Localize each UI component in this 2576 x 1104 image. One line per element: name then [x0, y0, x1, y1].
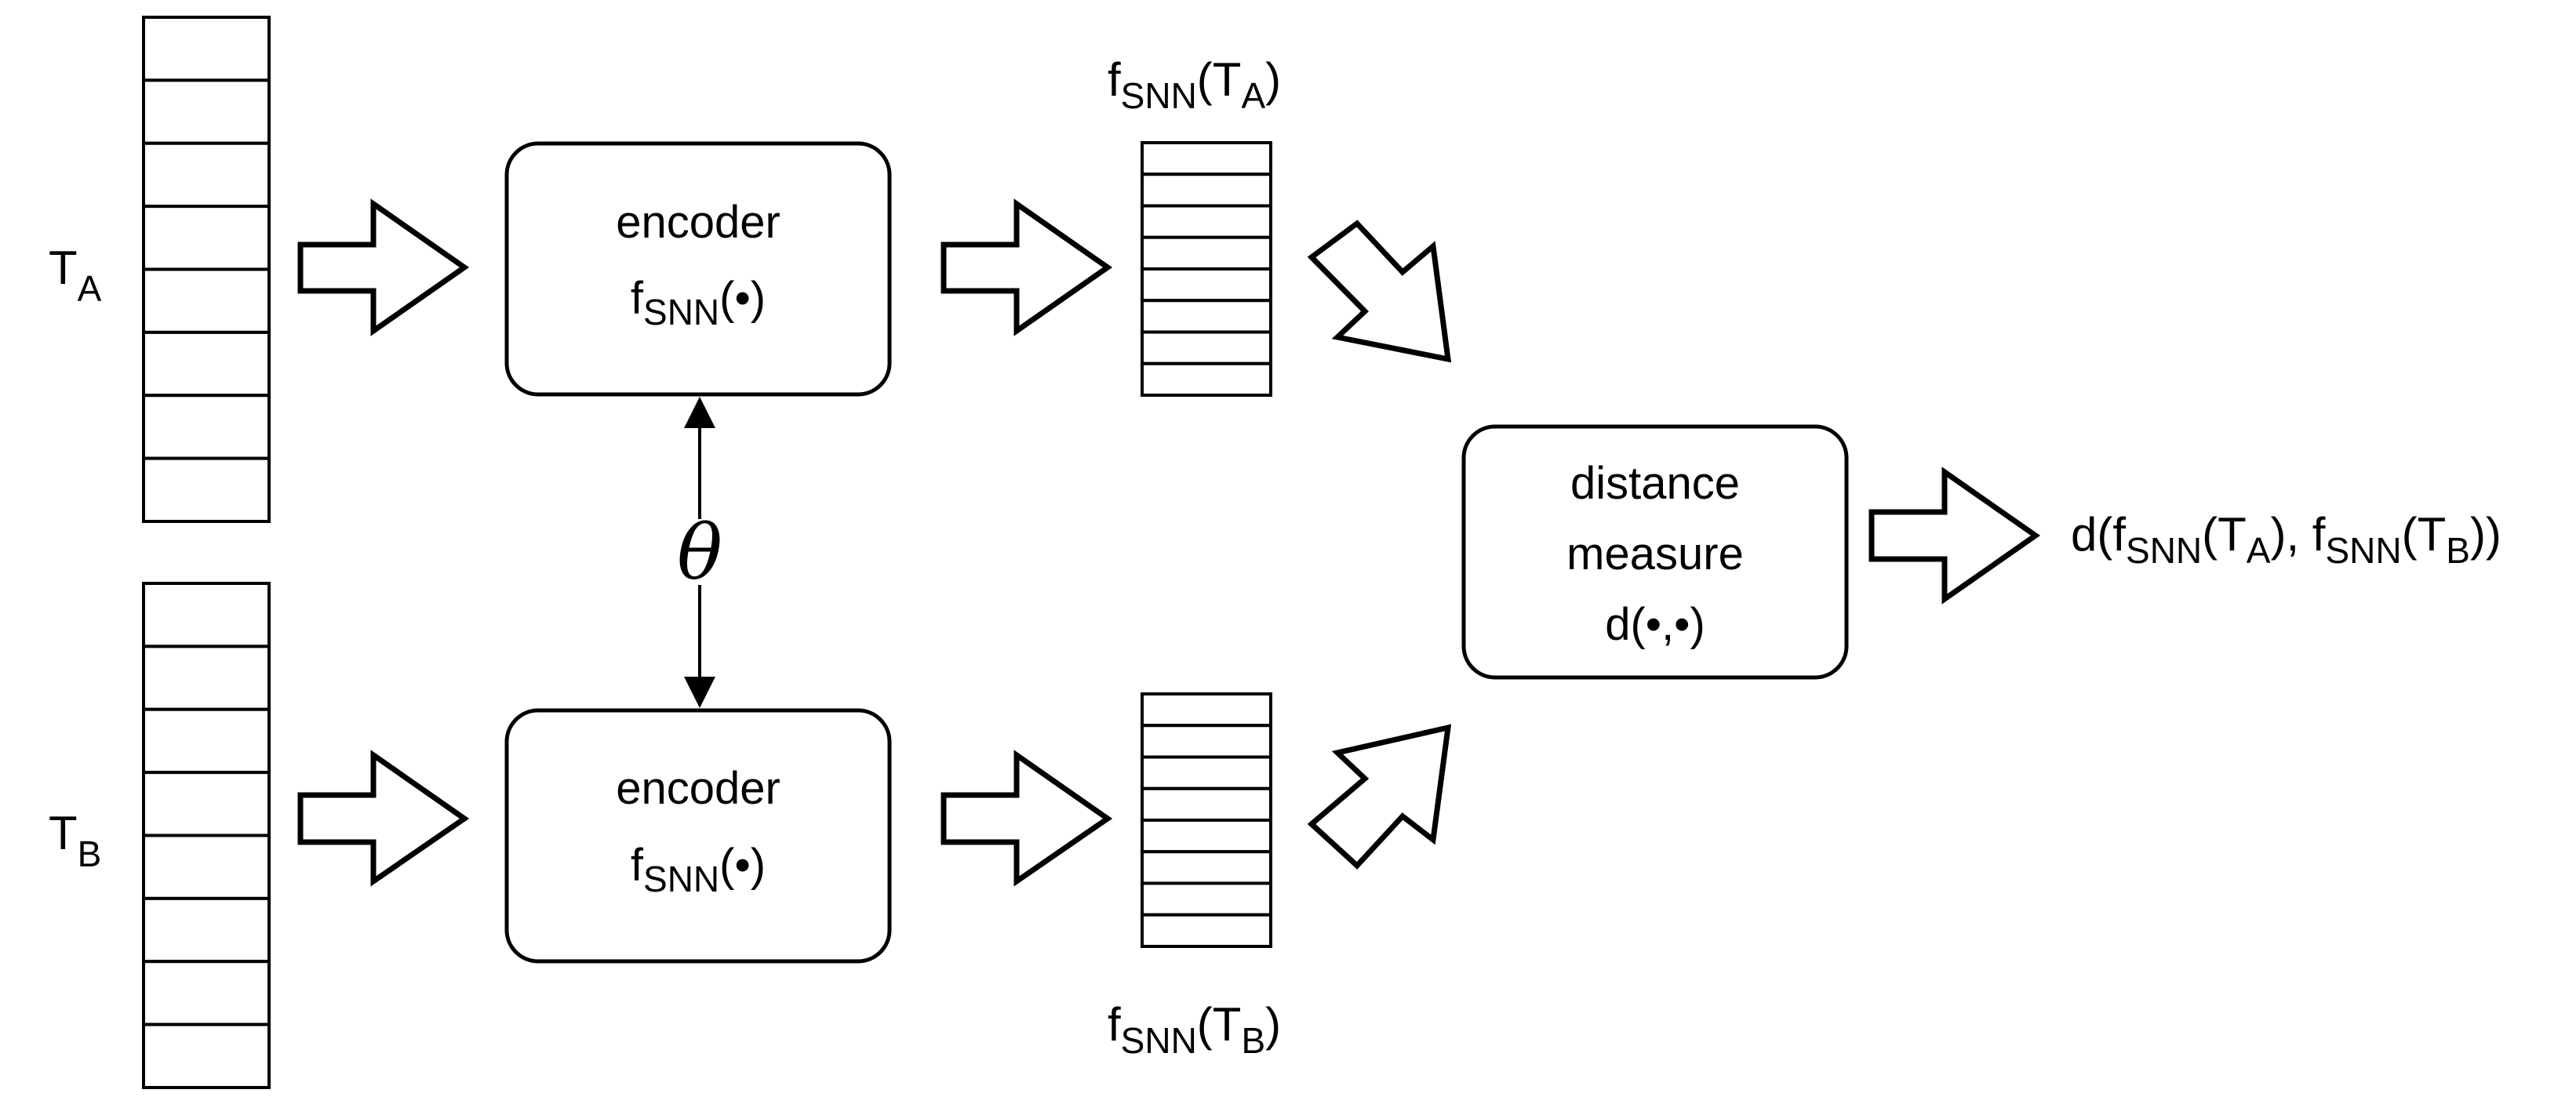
- embedding-a-cell: [1141, 361, 1272, 397]
- arrow-distance-to-output: [1868, 467, 2041, 605]
- embedding-b-cell: [1141, 692, 1272, 728]
- input-sequence-b-cell: [142, 707, 271, 775]
- arrow-encoder-top-to-embedding: [941, 198, 1113, 336]
- input-sequence-a-cell: [142, 456, 271, 523]
- input-sequence-b-cell: [142, 582, 271, 648]
- encoder-bottom-box: [504, 708, 892, 964]
- embedding-b-cell: [1141, 913, 1272, 948]
- embedding-b-cell: [1141, 850, 1272, 885]
- embedding-label-b: fSNN(TB): [1108, 998, 1281, 1061]
- input-sequence-a-cell: [142, 78, 271, 145]
- embedding-a-cell: [1141, 204, 1272, 239]
- encoder-bottom-title: encoder: [616, 763, 780, 814]
- distance-measure-box: [1461, 424, 1849, 680]
- embedding-a-cell: [1141, 172, 1272, 208]
- arrow-encoder-bottom-to-embedding: [941, 750, 1113, 887]
- distance-title-line2: measure: [1566, 528, 1744, 579]
- shared-weights-theta: θ: [677, 509, 722, 597]
- input-sequence-b-cell: [142, 771, 271, 837]
- input-sequence-a-cell: [142, 330, 271, 398]
- embedding-label-a: fSNN(TA): [1108, 53, 1281, 116]
- input-sequence-b-cell: [142, 833, 271, 900]
- input-label-a: TA: [49, 242, 102, 309]
- embedding-b: [1141, 692, 1272, 948]
- input-sequence-b-cell: [142, 960, 271, 1026]
- input-sequence-a-cell: [142, 141, 271, 209]
- output-label: d(fSNN(TA), fSNN(TB)): [2071, 508, 2501, 571]
- distance-function: d(•,•): [1605, 599, 1705, 650]
- input-sequence-a-cell: [142, 205, 271, 271]
- embedding-a-cell: [1141, 299, 1272, 334]
- distance-title-line1: distance: [1570, 458, 1740, 509]
- embedding-b-cell: [1141, 755, 1272, 790]
- input-sequence-b-cell: [142, 896, 271, 964]
- embedding-a-cell: [1141, 141, 1272, 176]
- embedding-b-cell: [1141, 819, 1272, 854]
- input-sequence-b-cell: [142, 1022, 271, 1089]
- embedding-a-cell: [1141, 235, 1272, 271]
- input-sequence-a-cell: [142, 394, 271, 460]
- input-sequence-a: [142, 16, 271, 523]
- input-sequence-a-cell: [142, 267, 271, 334]
- arrow-input-a-to-encoder: [297, 198, 470, 336]
- embedding-a: [1141, 141, 1272, 397]
- encoder-top-function: fSNN(•): [631, 273, 766, 332]
- input-sequence-a-cell: [142, 16, 271, 82]
- input-label-b: TB: [49, 807, 101, 874]
- embedding-b-cell: [1141, 724, 1272, 759]
- arrow-embedding-a-to-distance: [1307, 220, 1452, 363]
- input-sequence-b-cell: [142, 645, 271, 711]
- embedding-a-cell: [1141, 267, 1272, 303]
- arrow-input-b-to-encoder: [297, 750, 470, 887]
- embedding-a-cell: [1141, 330, 1272, 365]
- input-sequence-b: [142, 582, 271, 1089]
- arrow-embedding-b-to-distance: [1307, 724, 1452, 870]
- embedding-b-cell: [1141, 881, 1272, 917]
- encoder-top-box: [504, 141, 892, 397]
- encoder-top-title: encoder: [616, 197, 780, 248]
- encoder-bottom-function: fSNN(•): [631, 840, 766, 899]
- embedding-b-cell: [1141, 786, 1272, 822]
